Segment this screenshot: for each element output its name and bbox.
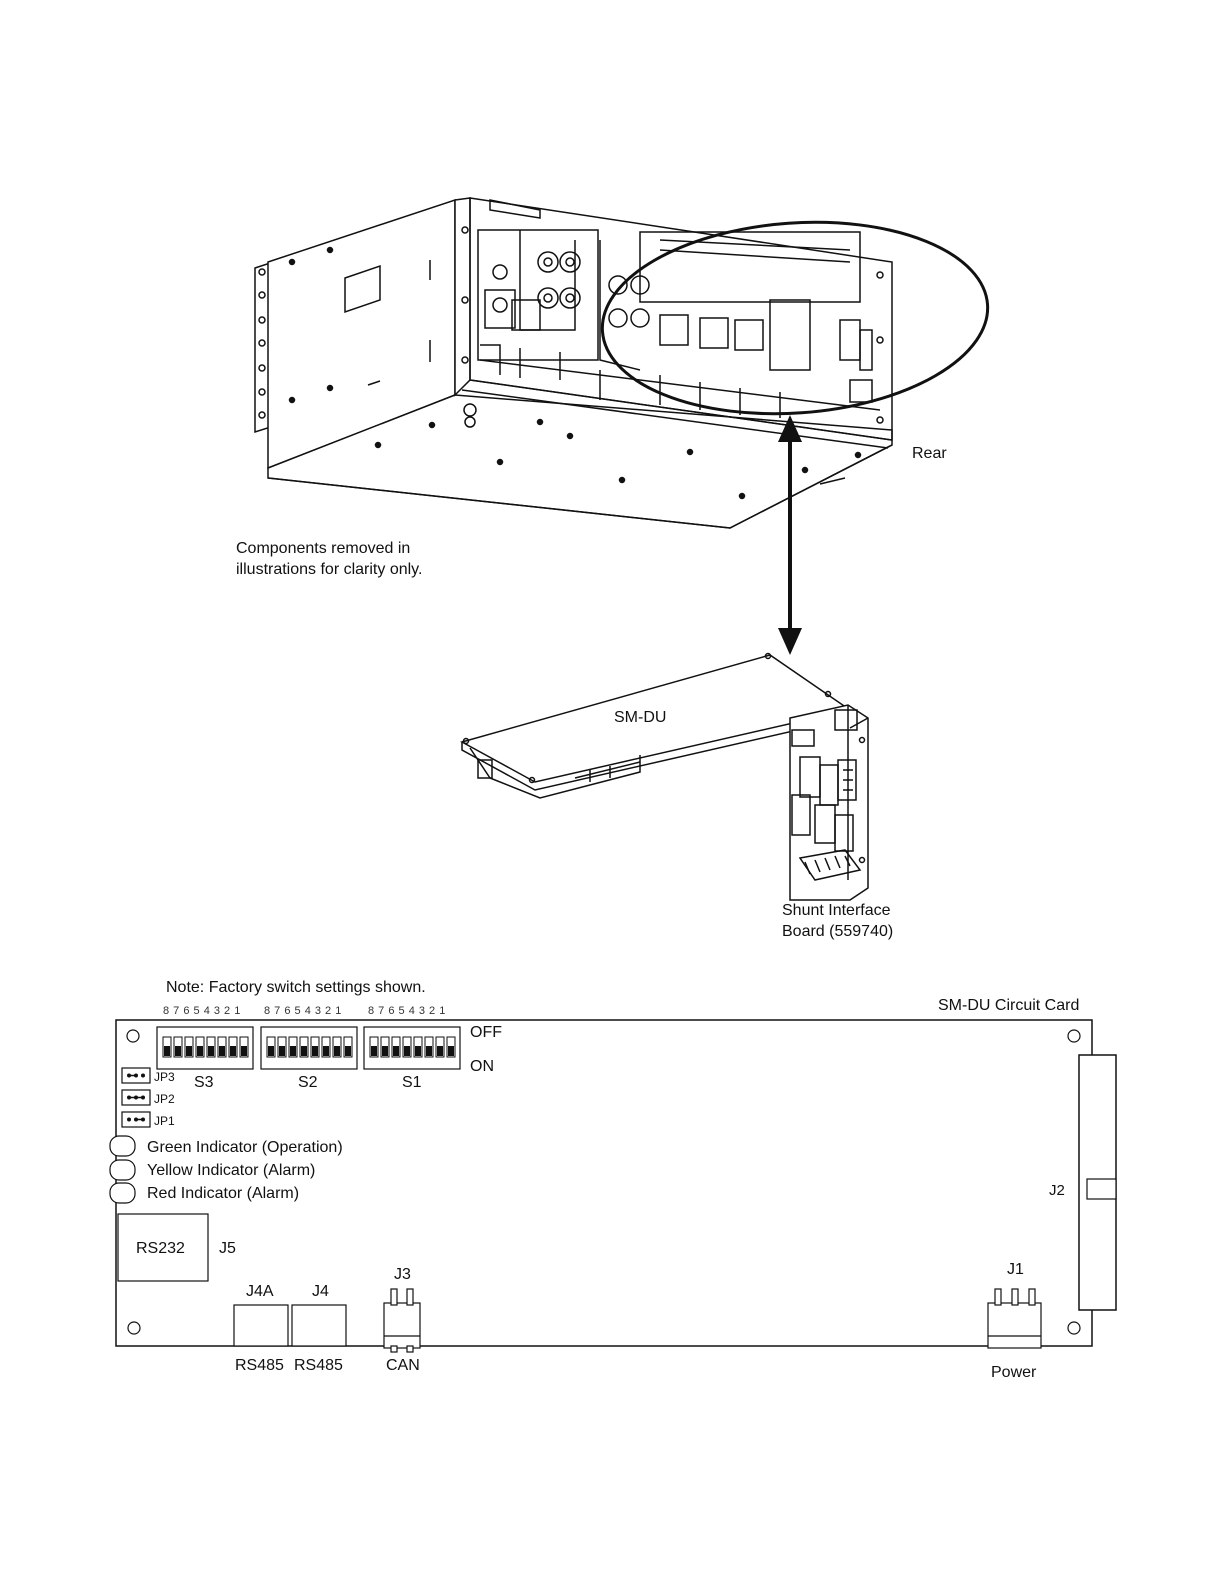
s2-toggles [266, 1036, 353, 1058]
dip-toggle-knob [164, 1046, 170, 1056]
dip-toggle-knob [208, 1046, 214, 1056]
dip-toggle-knob [312, 1046, 318, 1056]
rs485-b-label: RS485 [294, 1357, 343, 1374]
double-arrow [778, 415, 802, 655]
smdu-board-label: SM-DU [614, 709, 666, 726]
rear-label: Rear [912, 445, 947, 462]
switch-settings-note: Note: Factory switch settings shown. [166, 979, 426, 996]
power-label: Power [991, 1364, 1037, 1381]
dip-toggle-knob [415, 1046, 421, 1056]
j4a-connector [233, 1304, 289, 1347]
dip-toggle-knob [301, 1046, 307, 1056]
off-label: OFF [470, 1024, 502, 1041]
shunt-label-line-2: Board (559740) [782, 923, 893, 940]
dip-toggle-knob [323, 1046, 329, 1056]
highlight-ellipse [600, 220, 990, 416]
j2-key [1086, 1178, 1117, 1200]
j3-label: J3 [394, 1266, 411, 1283]
j3-connector [383, 1288, 421, 1353]
dip-toggle-knob [230, 1046, 236, 1056]
green-indicator-led [109, 1135, 136, 1157]
j2-label: J2 [1049, 1182, 1065, 1199]
j5-label: J5 [219, 1240, 236, 1257]
j4-label: J4 [312, 1283, 329, 1300]
dip-toggle-knob [241, 1046, 247, 1056]
s3-label: S3 [194, 1074, 214, 1091]
green-indicator-label: Green Indicator (Operation) [147, 1139, 343, 1156]
s1-toggles [369, 1036, 456, 1058]
jumper-jp2 [121, 1089, 151, 1106]
dip-toggle-knob [186, 1046, 192, 1056]
dip-toggle-knob [268, 1046, 274, 1056]
dip-switch-s2 [260, 1026, 358, 1070]
dip-toggle-knob [175, 1046, 181, 1056]
s3-toggles [162, 1036, 249, 1058]
smdu-board-drawing [460, 652, 869, 901]
enclosure-drawing [254, 197, 893, 529]
dip-toggle-knob [290, 1046, 296, 1056]
j4a-label: J4A [246, 1283, 274, 1300]
mounting-holes [126, 1029, 1081, 1335]
dip-switch-s1 [363, 1026, 461, 1070]
jp1-label: JP1 [154, 1114, 175, 1128]
dip-toggle-knob [448, 1046, 454, 1056]
dip-toggle-knob [437, 1046, 443, 1056]
j1-connector [987, 1288, 1042, 1349]
note-line-2: illustrations for clarity only. [236, 561, 422, 578]
dip-toggle-knob [404, 1046, 410, 1056]
rs485-a-label: RS485 [235, 1357, 284, 1374]
dip-switch-s3 [156, 1026, 254, 1070]
yellow-indicator-led [109, 1159, 136, 1181]
j4-connector [291, 1304, 347, 1347]
j1-label: J1 [1007, 1261, 1024, 1278]
dip-toggle-knob [279, 1046, 285, 1056]
shunt-label-line-1: Shunt Interface [782, 902, 891, 919]
dip-toggle-knob [197, 1046, 203, 1056]
red-indicator-label: Red Indicator (Alarm) [147, 1185, 299, 1202]
rs232-connector [117, 1213, 209, 1282]
circuit-card-title: SM-DU Circuit Card [938, 997, 1079, 1014]
dip-toggle-knob [371, 1046, 377, 1056]
s1-label: S1 [402, 1074, 422, 1091]
jumper-jp3 [121, 1067, 151, 1084]
can-label: CAN [386, 1357, 420, 1374]
s2-label: S2 [298, 1074, 318, 1091]
s3-pin-numbers: 8 7 6 5 4 3 2 1 [163, 1005, 241, 1017]
dip-toggle-knob [219, 1046, 225, 1056]
on-label: ON [470, 1058, 494, 1075]
dip-toggle-knob [426, 1046, 432, 1056]
dip-toggle-knob [334, 1046, 340, 1056]
jumper-jp1 [121, 1111, 151, 1128]
dip-toggle-knob [393, 1046, 399, 1056]
red-indicator-led [109, 1182, 136, 1204]
note-line-1: Components removed in [236, 540, 410, 557]
dip-toggle-knob [345, 1046, 351, 1056]
dip-toggle-knob [382, 1046, 388, 1056]
yellow-indicator-label: Yellow Indicator (Alarm) [147, 1162, 315, 1179]
jp3-label: JP3 [154, 1070, 175, 1084]
s2-pin-numbers: 8 7 6 5 4 3 2 1 [264, 1005, 342, 1017]
rs232-label: RS232 [136, 1240, 185, 1257]
jp2-label: JP2 [154, 1092, 175, 1106]
s1-pin-numbers: 8 7 6 5 4 3 2 1 [368, 1005, 446, 1017]
